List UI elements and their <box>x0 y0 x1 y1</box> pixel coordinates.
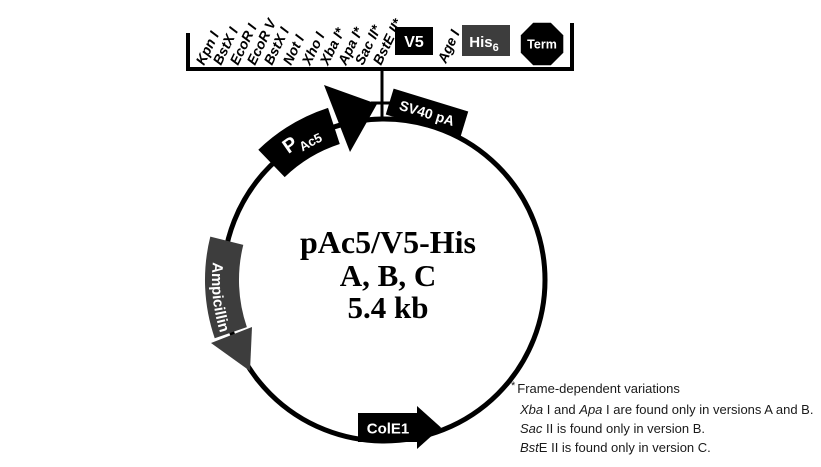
cole1-label: ColE1 <box>367 421 410 438</box>
enzyme-name-sac: Sac <box>520 421 543 436</box>
footnote-line-1-text-b: I are found only in versions A and B. <box>602 402 814 417</box>
footnote-title-line: *Frame-dependent variations <box>511 379 817 400</box>
enzyme-name-bst: Bst <box>520 440 539 455</box>
plasmid-title-line2: A, B, C <box>340 258 436 293</box>
promoter-arrow-band <box>258 107 341 178</box>
sv40-pa-feature: SV40 pA <box>385 88 469 138</box>
footnote-title: Frame-dependent variations <box>517 381 680 396</box>
his6-label-subscript: 6 <box>493 42 499 54</box>
enzyme-name-xba: Xba <box>520 402 544 417</box>
ampicillin-arrow-band <box>205 236 248 339</box>
mcs-bracket <box>186 23 574 71</box>
footnote-line-3-text: E II is found only in version C. <box>538 440 711 455</box>
terminator-octagon <box>520 22 564 66</box>
v5-epitope-box <box>395 27 433 55</box>
footnote-line-2: Sac II is found only in version B. <box>520 419 817 438</box>
v5-epitope-label: V5 <box>404 34 424 51</box>
footnote-line-2-text: II is found only in version B. <box>542 421 705 436</box>
his6-tag-label: His6 <box>469 34 498 54</box>
restriction-site-label-ageI: Age I <box>434 26 463 66</box>
footnote-line-1: Xba I and Apa I are found only in versio… <box>520 400 817 419</box>
cole1-box <box>358 413 417 442</box>
his6-label-main: His <box>469 34 492 51</box>
footnote-line-1-text-a: I and <box>543 402 580 417</box>
terminator-label: Term <box>527 38 557 52</box>
ampicillin-arrowhead <box>211 327 252 371</box>
cole1-arrowhead <box>417 406 441 449</box>
his6-tag-box <box>462 25 510 56</box>
sv40-pa-box <box>385 88 469 138</box>
footnote-line-3: BstE II is found only in version C. <box>520 438 817 457</box>
promoter-arrowhead <box>324 85 377 152</box>
enzyme-name-apa: Apa <box>579 402 603 417</box>
footnote: *Frame-dependent variations Xba I and Ap… <box>511 379 817 457</box>
footnote-asterisk: * <box>511 380 516 392</box>
plasmid-title-line1: pAc5/V5-His <box>300 224 476 260</box>
plasmid-title-line3: 5.4 kb <box>348 290 429 325</box>
